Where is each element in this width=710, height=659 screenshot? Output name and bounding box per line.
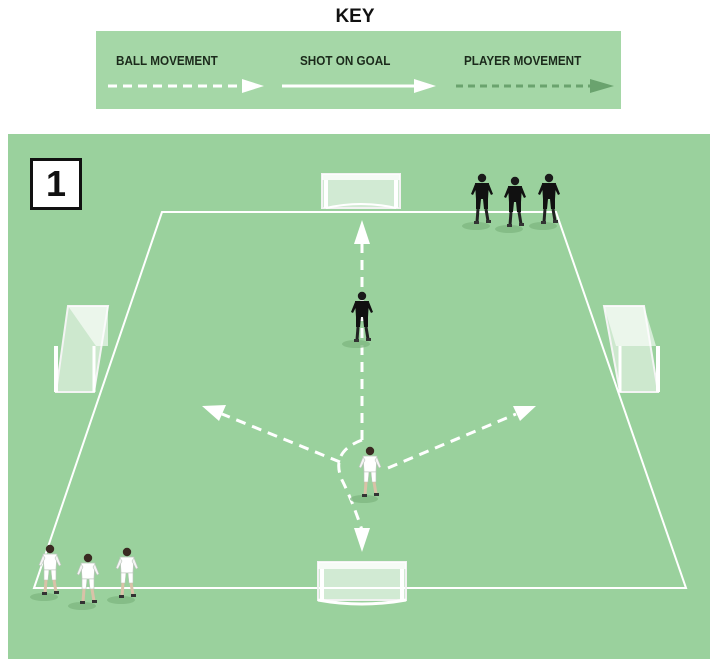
- goal-bottom: [318, 562, 406, 604]
- goal-left: [56, 306, 108, 392]
- player-dark-2: [495, 177, 526, 233]
- player-light-3: [107, 548, 138, 604]
- player-dark-1: [462, 174, 493, 230]
- ball-movement-arrow-right: [388, 406, 536, 468]
- ball-movement-arrow-left: [202, 405, 340, 462]
- goal-top: [322, 174, 400, 208]
- player-light-center: [350, 447, 381, 503]
- diagram-number: 1: [30, 158, 82, 210]
- player-dark-3: [529, 174, 560, 230]
- player-dark-center: [342, 292, 373, 348]
- goal-right: [604, 306, 658, 392]
- player-light-2: [68, 554, 99, 610]
